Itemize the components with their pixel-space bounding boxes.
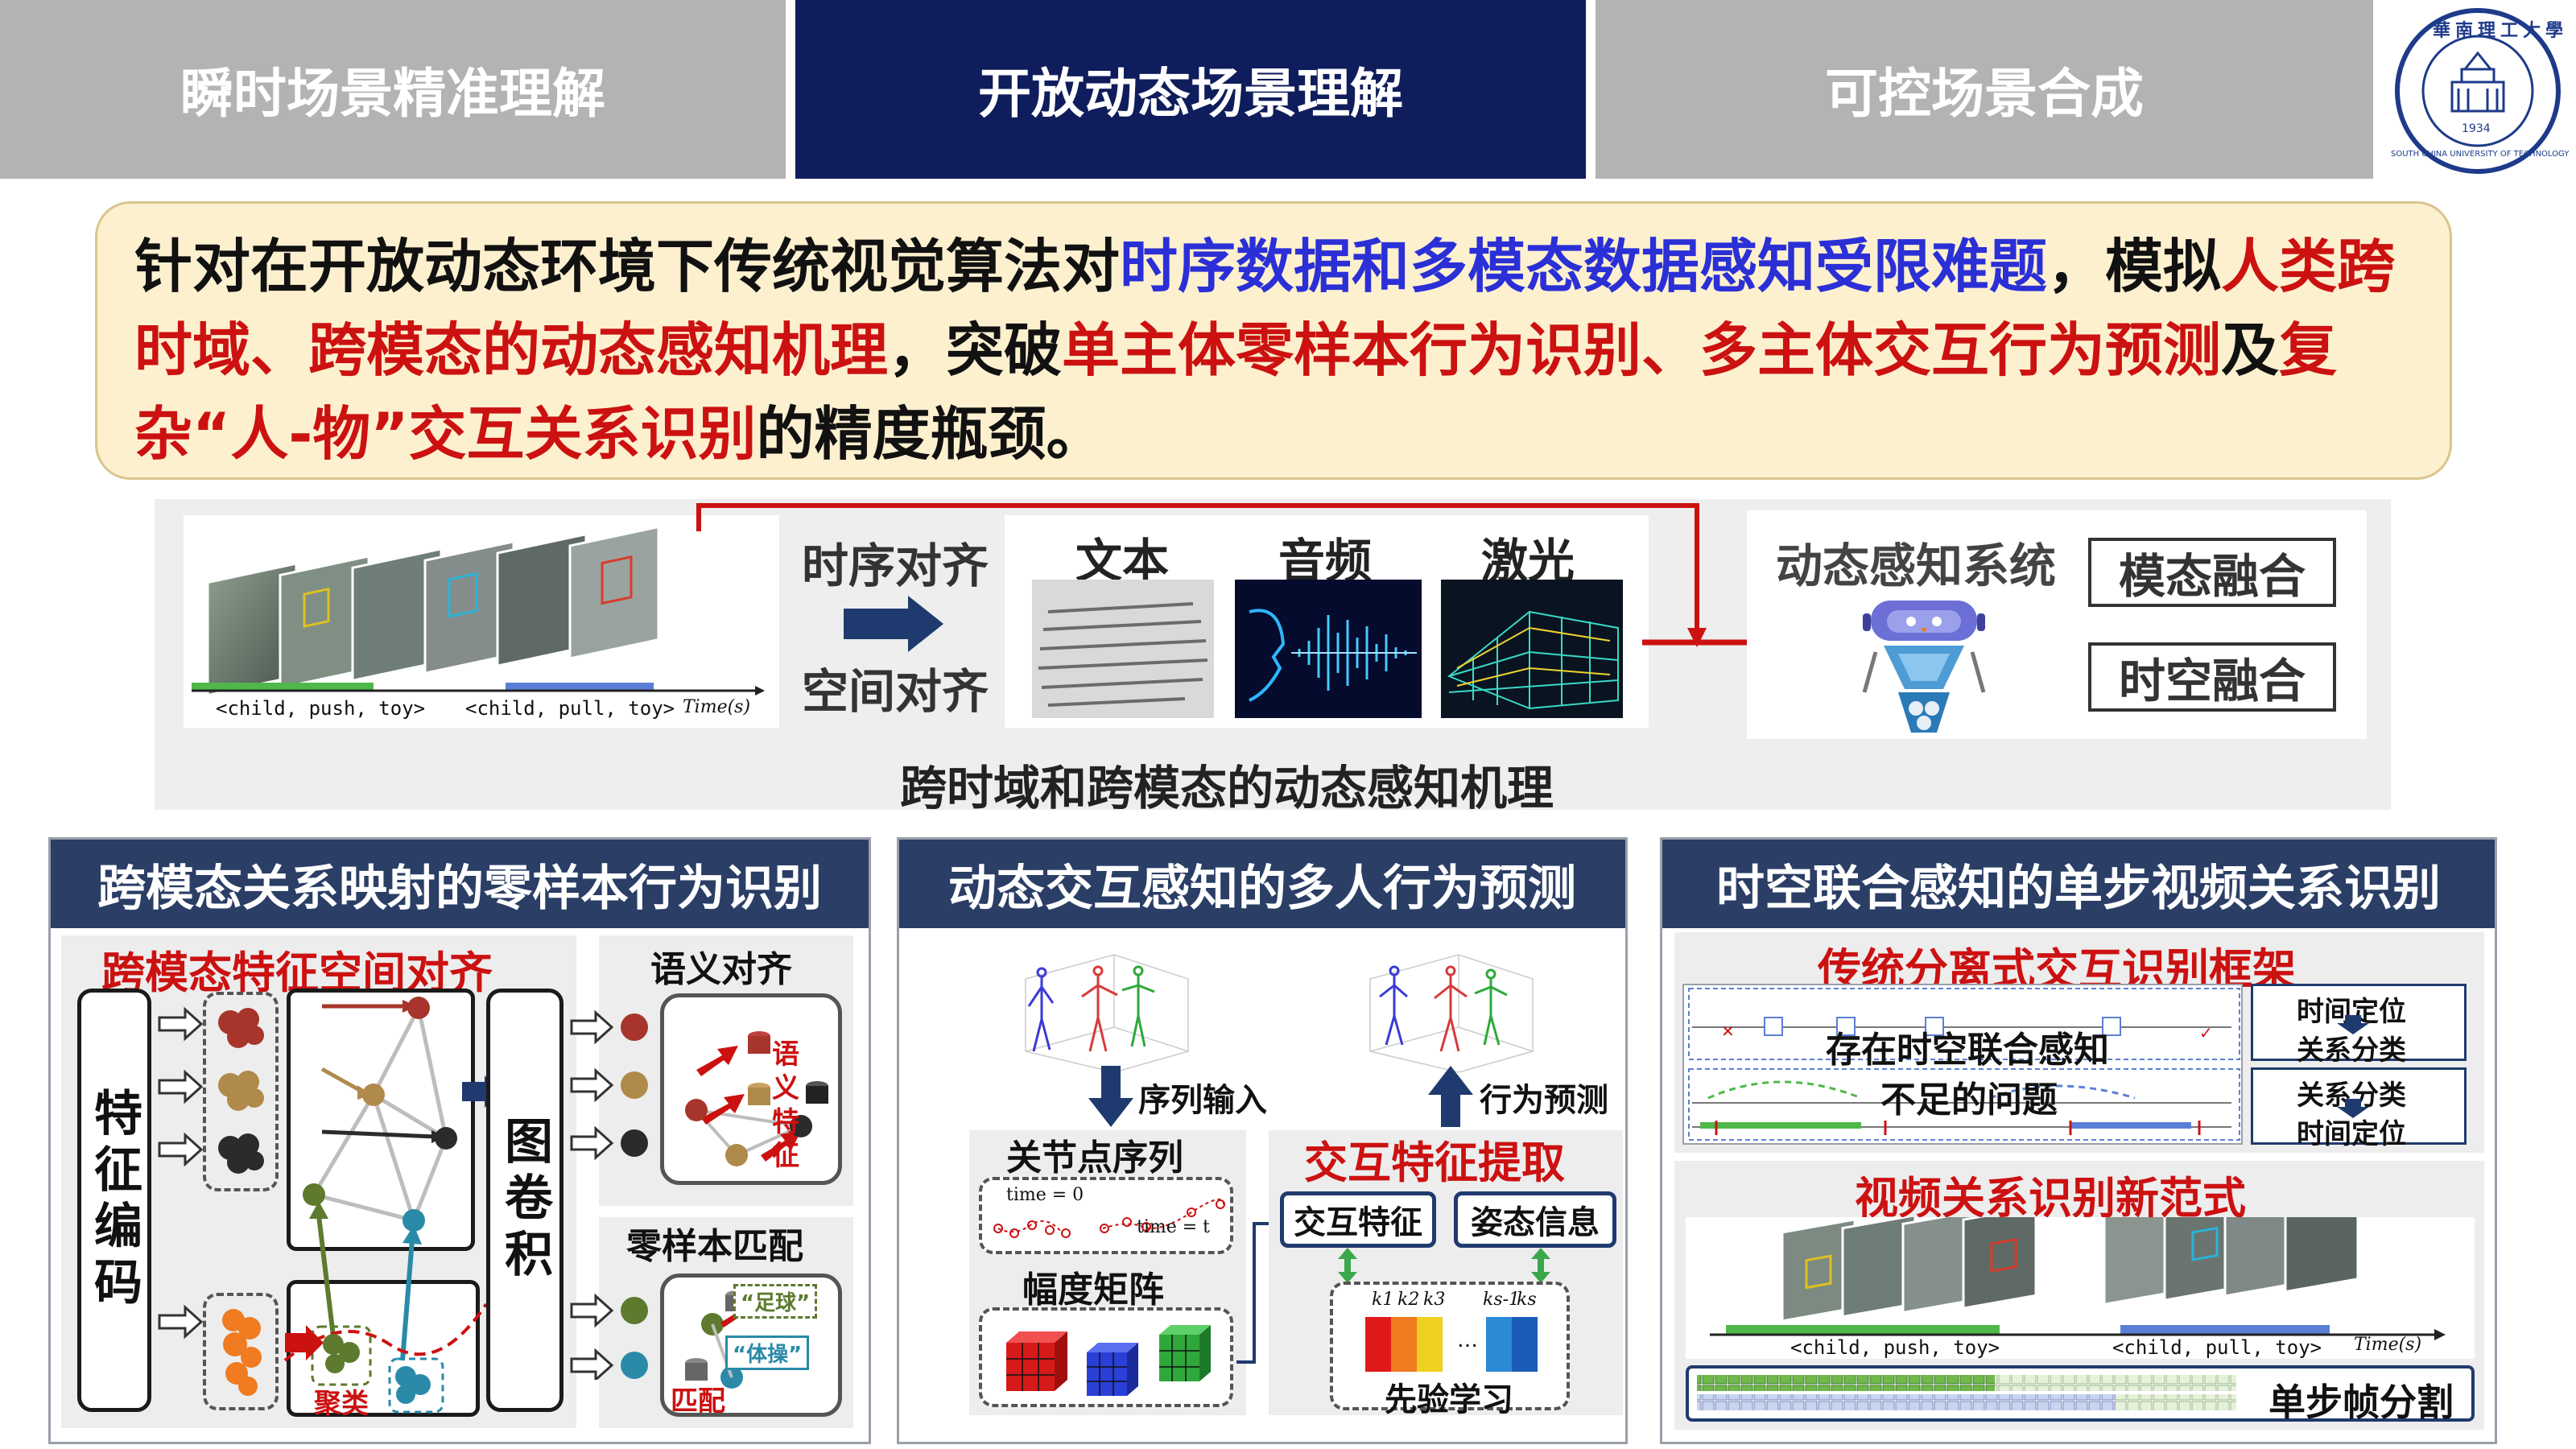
modal-audio-label: 音频 [1278, 534, 1373, 588]
audio-modality-image [1235, 580, 1422, 718]
k-label: k1 [1372, 1290, 1394, 1310]
cluster-label: 聚类 [314, 1388, 369, 1420]
predicted-skeleton-plot [1362, 939, 1541, 1075]
tensor-cubes-icon [1006, 1325, 1211, 1396]
new-time-axis: Time(s) [2354, 1335, 2422, 1355]
k-label-ellipsis: … [1457, 1328, 1478, 1352]
tab-open-dynamic-scene[interactable]: 开放动态场景理解 [795, 0, 1586, 179]
university-logo: 華南理工大學 1934 SOUTH CHINA UNIVERSITY OF TE… [2384, 5, 2571, 177]
pipeline-box-2: 关系分类 时间定位 [2251, 1067, 2467, 1150]
match-label: 匹配 [671, 1385, 725, 1418]
intro-highlight-mechanism: 人类跨时域、跨模态的动态感知机理 [134, 233, 2396, 384]
down-arrow-icon [2337, 1015, 2369, 1038]
k-label: ks [1517, 1290, 1537, 1310]
problem-text-2: 不足的问题 [1880, 1080, 2058, 1121]
traditional-timeline: ✕ ✓ 存在时空联合感知 不足的问题 [1682, 984, 2243, 1145]
tab-instant-scene[interactable]: 瞬时场景精准理解 [0, 0, 786, 179]
single-step-label: 单步帧分割 [2268, 1381, 2454, 1424]
panel3-title: 时空联合感知的单步视频关系识别 [1662, 840, 2495, 928]
new-label-2: <child, pull, toy> [2112, 1336, 2322, 1359]
timeline-label-1: <child, push, toy> [216, 697, 426, 720]
semantic-feature-label: 语义特征 [772, 1038, 799, 1172]
panel1-title: 跨模态关系映射的零样本行为识别 [51, 840, 869, 928]
timet-label: time = t [1137, 1217, 1211, 1237]
k-label: ks-1 [1483, 1290, 1521, 1310]
joint-seq-title: 关节点序列 [1006, 1137, 1183, 1179]
input-skeleton-plot [1018, 939, 1196, 1075]
feature-encode-box: 特征编码 [77, 989, 151, 1412]
intro-highlight-tasks: 单主体零样本行为识别、多主体交互行为预测 [1062, 316, 2222, 384]
action-pred-label: 行为预测 [1480, 1082, 1608, 1119]
down-arrow-icon [2337, 1099, 2369, 1121]
alignment-graph-icon [277, 982, 494, 1436]
modal-laser-label: 激光 [1481, 534, 1575, 588]
bidirectional-arrows-icon [1336, 1248, 1562, 1286]
tab-controllable-synthesis[interactable]: 可控场景合成 [1596, 0, 2373, 179]
prior-learn-label: 先验学习 [1385, 1381, 1513, 1418]
svg-text:✓: ✓ [2199, 1023, 2213, 1042]
modal-fusion-box: 模态融合 [2088, 538, 2336, 607]
temporal-align-label: 时序对齐 [802, 539, 989, 593]
k-label: k3 [1423, 1290, 1446, 1310]
seq-input-arrow-icon [1088, 1066, 1133, 1130]
joint-seq-box: time = 0 time = t [979, 1177, 1233, 1254]
intro-text: 针对在开放动态环境下传统视觉算法对 [134, 233, 1121, 300]
football-label: “足球” [733, 1284, 818, 1319]
text-modality-image [1032, 580, 1214, 718]
intro-highlight-hoi: 复杂“人-物”交互关系识别 [134, 316, 2338, 468]
k-label: k2 [1397, 1290, 1420, 1310]
feedback-arrow-icon [692, 499, 1723, 655]
single-step-bar: 单步帧分割 [1686, 1365, 2475, 1424]
semantic-nodes-icon [615, 1013, 655, 1169]
loc-label-2: 时间定位 [2297, 1118, 2406, 1150]
cluster-arrow-icon [285, 1325, 325, 1364]
intro-highlight-problem: 时序数据和多模态数据感知受限难题 [1120, 233, 2048, 300]
prior-learning-box: k1 k2 k3 … ks-1 ks 先验学习 [1330, 1282, 1570, 1418]
zero-shot-arrows-icon [568, 1291, 617, 1383]
intro-banner: 针对在开放动态环境下传统视觉算法对时序数据和多模态数据感知受限难题，模拟人类跨时… [95, 201, 2452, 480]
system-title: 动态感知系统 [1776, 539, 2057, 593]
semantic-arrows-icon [568, 1008, 617, 1164]
align-arrow-icon [844, 596, 948, 655]
encode-arrows-icon [156, 1001, 204, 1431]
semantic-feature-box: 语义特征 [660, 993, 842, 1185]
mechanism-caption: 跨时域和跨模态的动态感知机理 [900, 761, 1554, 815]
modal-text-label: 文本 [1075, 534, 1170, 588]
timeline-label-2: <child, pull, toy> [465, 697, 675, 720]
spatial-align-label: 空间对齐 [802, 664, 989, 719]
graph-conv-box: 图卷积 [486, 989, 564, 1412]
interaction-extract-title: 交互特征提取 [1304, 1137, 1565, 1188]
pipeline-box-1: 时间定位 关系分类 [2251, 984, 2467, 1067]
amp-matrix-title: 幅度矩阵 [1022, 1269, 1164, 1311]
problem-text-1: 存在时空联合感知 [1826, 1030, 2109, 1071]
panel2-title: 动态交互感知的多人行为预测 [899, 840, 1625, 928]
action-pred-arrow-icon [1428, 1066, 1473, 1130]
time0-label: time = 0 [1006, 1185, 1084, 1205]
visual-feature-group [203, 1293, 279, 1410]
laser-modality-image [1441, 580, 1623, 718]
text-feature-group [203, 992, 279, 1191]
pose-info-box: 姿态信息 [1454, 1191, 1616, 1248]
amp-matrix-box [979, 1307, 1233, 1407]
video-timeline-panel: <child, push, toy> <child, pull, toy> Ti… [184, 515, 779, 728]
robot-icon [1860, 596, 1988, 737]
zero-shot-title: 零样本匹配 [626, 1226, 803, 1267]
spatiotemporal-fusion-box: 时空融合 [2088, 642, 2336, 712]
zero-shot-nodes-icon [615, 1296, 655, 1388]
timeline-time-axis: Time(s) [683, 697, 751, 717]
interaction-feature-box: 交互特征 [1280, 1191, 1436, 1248]
gym-label: “体操” [725, 1335, 810, 1370]
zero-shot-box: “足球” “体操” 匹配 [660, 1274, 842, 1418]
semantic-align-title: 语义对齐 [650, 949, 792, 990]
new-label-1: <child, push, toy> [1790, 1336, 2000, 1359]
new-paradigm-timeline: <child, push, toy> <child, pull, toy> Ti… [1686, 1189, 2475, 1359]
seq-input-label: 序列输入 [1138, 1082, 1267, 1119]
cls-label-1: 关系分类 [2297, 1034, 2406, 1067]
svg-text:✕: ✕ [1721, 1022, 1735, 1041]
new-paradigm-title: 视频关系识别新范式 [1855, 1173, 2246, 1224]
